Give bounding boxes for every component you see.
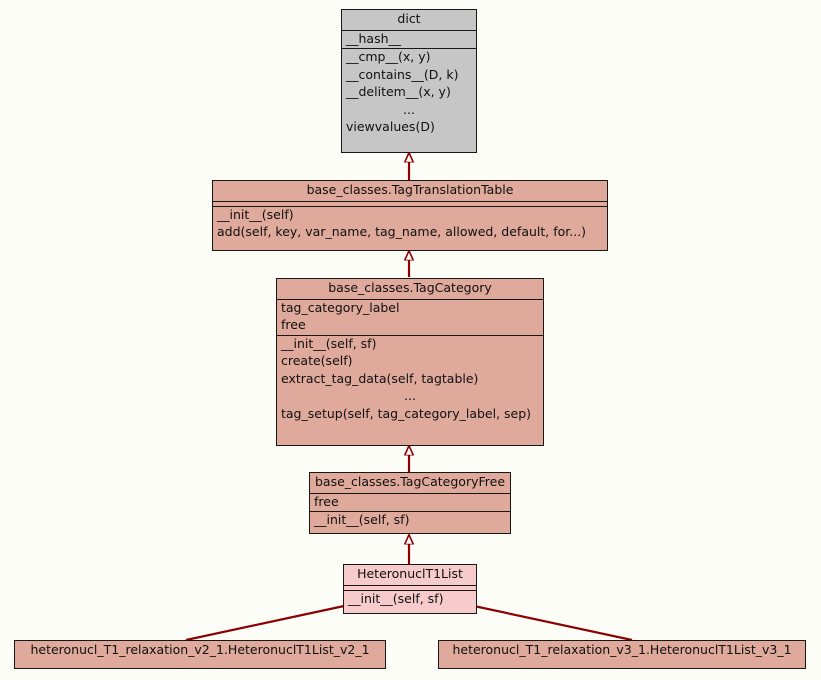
node-title-section: HeteronuclT1List	[344, 565, 476, 585]
class-node-heteronuclt1list-v3-1[interactable]: heteronucl_T1_relaxation_v3_1.Heteronucl…	[438, 640, 806, 669]
attribute-row: tag_category_label	[281, 299, 400, 315]
attribute-row: free	[314, 493, 339, 509]
node-attributes-section: tag_category_label free	[277, 298, 543, 335]
node-title-section: dict	[342, 10, 476, 30]
class-name: HeteronuclT1List	[357, 566, 463, 581]
class-name: dict	[397, 11, 421, 26]
node-title-section: heteronucl_T1_relaxation_v3_1.Heteronucl…	[439, 641, 805, 661]
attribute-row: free	[281, 317, 306, 332]
node-attributes-section	[213, 200, 607, 206]
node-methods-section: __init__(self) add(self, key, var_name, …	[213, 205, 607, 242]
method-row: __delitem__(x, y)	[346, 84, 451, 99]
method-row: __contains__(D, k)	[346, 66, 459, 82]
node-attributes-section	[344, 584, 476, 590]
method-row: viewvalues(D)	[346, 119, 435, 134]
method-ellipsis: ...	[404, 388, 416, 403]
class-name: heteronucl_T1_relaxation_v3_1.Heteronucl…	[452, 642, 792, 657]
node-title-section: base_classes.TagTranslationTable	[213, 181, 607, 201]
class-name: heteronucl_T1_relaxation_v2_1.Heteronucl…	[30, 642, 370, 657]
class-node-tagcategoryfree[interactable]: base_classes.TagCategoryFree free __init…	[309, 472, 511, 534]
edge-v2-1-to-heteronuclt1list	[185, 603, 358, 642]
class-name: base_classes.TagCategory	[328, 280, 492, 295]
method-ellipsis: ...	[403, 101, 415, 117]
attribute-row: __hash__	[346, 30, 402, 46]
node-title-section: base_classes.TagCategoryFree	[310, 473, 510, 493]
edge-v3-1-to-heteronuclt1list	[460, 603, 633, 642]
node-methods-section: __init__(self, sf)	[310, 511, 510, 530]
node-methods-section: __cmp__(x, y) __contains__(D, k) __delit…	[342, 48, 476, 137]
method-row: add(self, key, var_name, tag_name, allow…	[217, 224, 587, 239]
class-node-heteronuclt1list[interactable]: HeteronuclT1List __init__(self, sf)	[343, 564, 477, 614]
method-row: extract_tag_data(self, tagtable)	[281, 370, 479, 386]
class-name: base_classes.TagTranslationTable	[306, 182, 514, 197]
node-title-section: heteronucl_T1_relaxation_v2_1.Heteronucl…	[15, 641, 385, 661]
method-row: __init__(self, sf)	[348, 590, 444, 606]
method-row: __init__(self, sf)	[314, 512, 410, 527]
method-row: __init__(self)	[217, 206, 294, 222]
method-row: __cmp__(x, y)	[346, 49, 431, 64]
node-attributes-section: free	[310, 492, 510, 512]
node-attributes-section: __hash__	[342, 29, 476, 49]
class-node-heteronuclt1list-v2-1[interactable]: heteronucl_T1_relaxation_v2_1.Heteronucl…	[14, 640, 386, 669]
method-row: create(self)	[281, 353, 353, 368]
class-node-tagcategory[interactable]: base_classes.TagCategory tag_category_la…	[276, 278, 544, 446]
node-methods-section: __init__(self, sf) create(self) extract_…	[277, 334, 543, 424]
node-methods-section: __init__(self, sf)	[344, 589, 476, 609]
method-row: __init__(self, sf)	[281, 335, 377, 351]
class-node-tagtranslationtable[interactable]: base_classes.TagTranslationTable __init_…	[212, 180, 608, 251]
method-row: tag_setup(self, tag_category_label, sep)	[281, 405, 532, 421]
node-title-section: base_classes.TagCategory	[277, 279, 543, 299]
class-node-dict[interactable]: dict __hash__ __cmp__(x, y) __contains__…	[341, 9, 477, 153]
class-name: base_classes.TagCategoryFree	[314, 474, 506, 489]
